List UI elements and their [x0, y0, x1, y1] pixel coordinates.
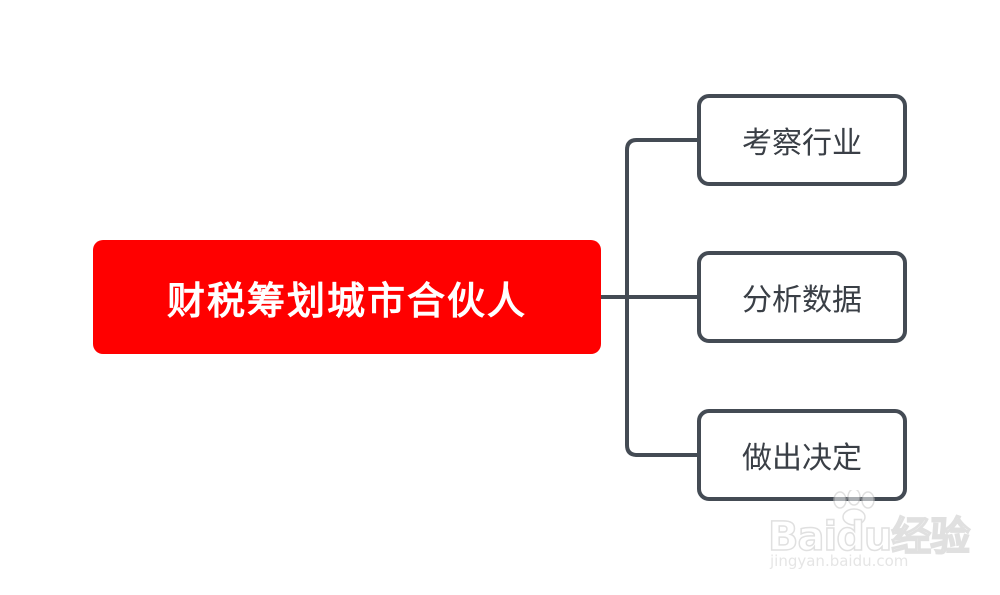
watermark-url: jingyan.baidu.com — [770, 552, 909, 570]
root-node[interactable]: 财税筹划城市合伙人 — [93, 240, 601, 354]
root-node-label: 财税筹划城市合伙人 — [166, 278, 527, 323]
paw-icon — [833, 490, 875, 526]
watermark-logo: Baidu经验 — [767, 513, 971, 561]
child-node-label: 做出决定 — [742, 441, 862, 476]
baidu-watermark: Baidu经验 jingyan.baidu.com — [767, 490, 971, 580]
child-node-2[interactable]: 分析数据 — [697, 251, 907, 343]
child-node-label: 考察行业 — [742, 126, 862, 161]
child-node-3[interactable]: 做出决定 — [697, 409, 907, 501]
child-node-label: 分析数据 — [742, 283, 862, 318]
child-node-1[interactable]: 考察行业 — [697, 94, 907, 186]
